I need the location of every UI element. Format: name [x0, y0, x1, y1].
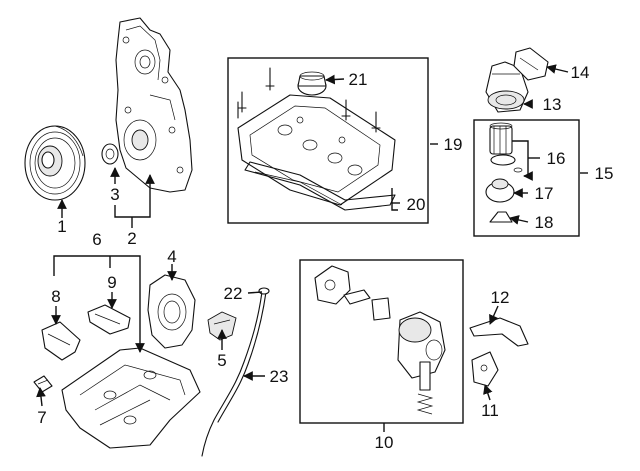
callout-2: 2	[127, 229, 136, 248]
crankshaft-pulley-part	[24, 125, 86, 201]
oil-pump-part	[314, 265, 446, 415]
tube-seal-part	[207, 311, 237, 341]
baffle-plate-part	[87, 304, 131, 335]
front-seal-part	[101, 143, 119, 165]
oil-filler-cap-part	[297, 71, 327, 96]
callout-17: 17	[535, 184, 554, 203]
callout-19: 19	[444, 135, 463, 154]
callout-16: 16	[547, 149, 566, 168]
callout-22: 22	[224, 284, 243, 303]
oil-filter-cap-part	[485, 178, 515, 203]
callout-12: 12	[491, 288, 510, 307]
callout-10: 10	[375, 433, 394, 452]
callout-11: 11	[481, 401, 499, 420]
callout-13: 13	[543, 95, 562, 114]
valve-cover-part	[237, 94, 396, 206]
callout-4: 4	[167, 247, 176, 266]
callout-23: 23	[270, 367, 289, 386]
callout-7: 7	[37, 408, 46, 427]
drain-plug-part	[33, 375, 53, 393]
pump-bracket-part	[471, 351, 499, 387]
timing-cover-part	[115, 17, 193, 193]
callout-15: 15	[595, 164, 614, 183]
callout-1: 1	[57, 217, 66, 236]
valve-cover-gasket-part	[244, 161, 396, 211]
callout-14: 14	[571, 63, 590, 82]
oil-filter-element-part	[489, 122, 513, 155]
housing-gasket-part	[513, 47, 549, 81]
valve-cover-box	[227, 57, 429, 224]
callout-20: 20	[407, 195, 426, 214]
valve-cover-bolts-part	[237, 67, 381, 133]
dipstick-part	[201, 287, 270, 457]
drain-plug-filter-part	[489, 211, 513, 223]
callout-3: 3	[110, 185, 119, 204]
oil-filter-seal-part	[490, 154, 523, 173]
pickup-tube-part	[469, 317, 529, 347]
callout-18: 18	[535, 213, 554, 232]
callout-5: 5	[217, 351, 226, 370]
callout-8: 8	[51, 287, 60, 306]
oil-baffle-part	[41, 321, 81, 361]
oil-pan-part	[61, 347, 201, 449]
callout-21: 21	[349, 70, 368, 89]
callout-6: 6	[92, 230, 101, 249]
filter-housing-part	[485, 61, 529, 113]
rear-seal-housing-part	[147, 274, 196, 349]
callout-9: 9	[107, 273, 116, 292]
oil-pump-box	[299, 259, 464, 424]
leader-lines	[36, 64, 588, 432]
oil-filter-box	[473, 119, 580, 237]
